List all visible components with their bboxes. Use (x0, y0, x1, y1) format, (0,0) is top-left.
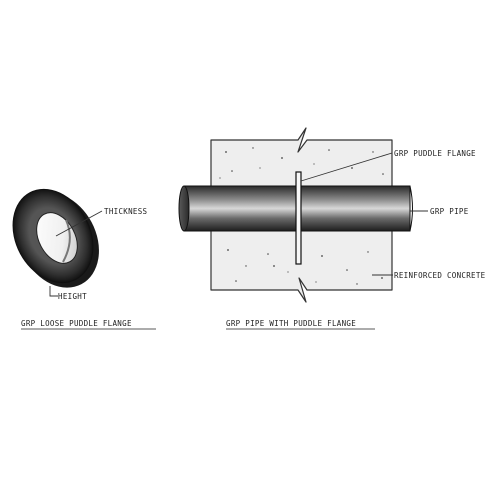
flange-caption: GRP LOOSE PUDDLE FLANGE (21, 319, 132, 328)
loose-puddle-flange-detail: THICKNESS HEIGHT GRP LOOSE PUDDLE FLANGE (12, 188, 156, 330)
height-leader-line (49, 286, 58, 297)
thickness-label: THICKNESS (104, 207, 148, 216)
pipe-with-puddle-flange-detail: GRP PUDDLE FLANGE GRP PIPE REINFORCED CO… (178, 127, 486, 330)
puddle-flange-leader-line (300, 152, 393, 182)
concrete-aggregate-dots (219, 147, 384, 285)
thickness-leader-line (55, 210, 103, 237)
pipe-caption: GRP PIPE WITH PUDDLE FLANGE (226, 319, 356, 328)
concrete-label: REINFORCED CONCRETE (394, 271, 486, 280)
pipe-label: GRP PIPE (430, 207, 469, 216)
flange-ring-shape (12, 188, 99, 288)
height-label: HEIGHT (58, 292, 87, 301)
puddle-flange-label: GRP PUDDLE FLANGE (394, 149, 476, 158)
puddle-flange-plate (295, 171, 302, 265)
